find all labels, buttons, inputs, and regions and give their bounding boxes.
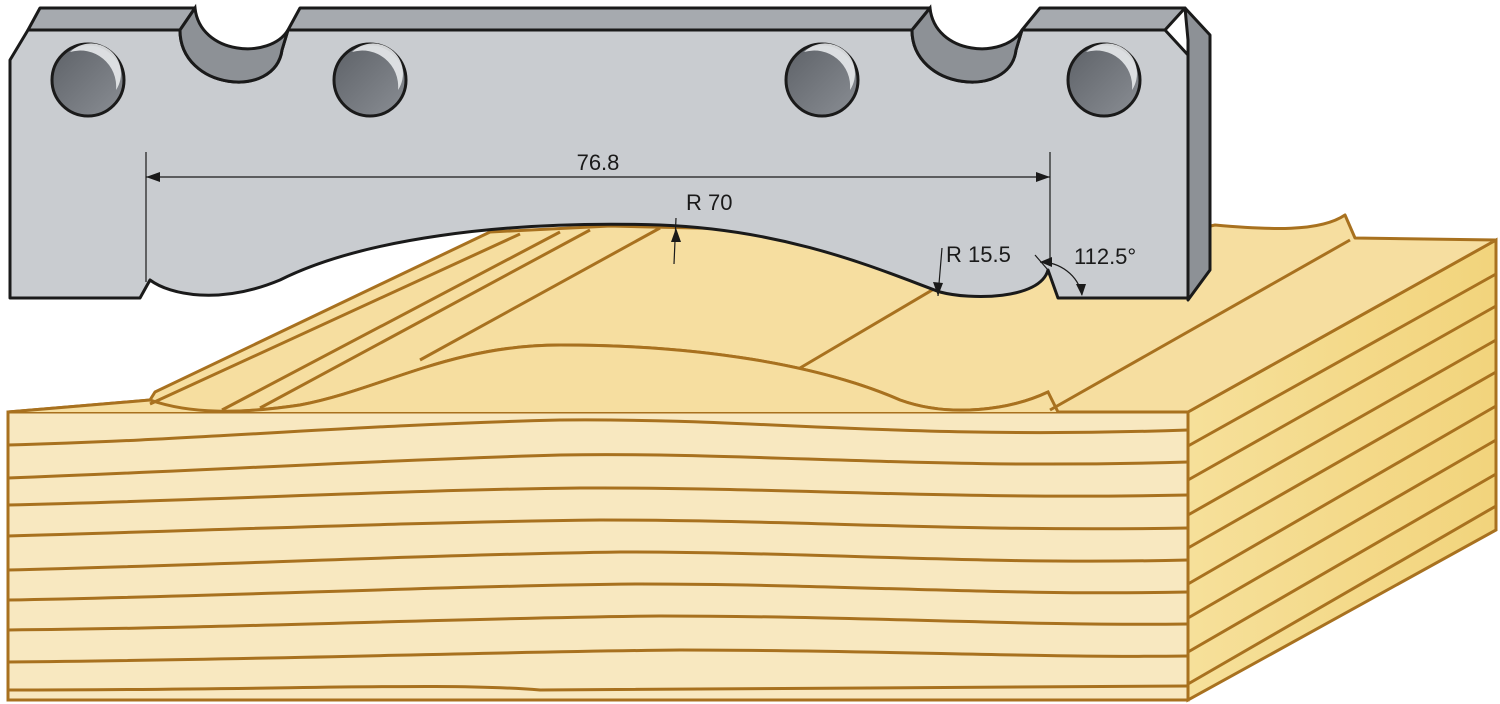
knife-side-bevel <box>1183 6 1212 302</box>
mounting-hole-3 <box>784 42 860 118</box>
knife-notch-left <box>178 3 290 84</box>
angle-label: 112.5° <box>1074 244 1136 269</box>
profile-knife: 76.8 R 70 R 15.5 112.5° <box>8 3 1212 302</box>
knife-face <box>8 28 1190 300</box>
wood-front-grain <box>7 418 1189 692</box>
mounting-hole-4 <box>1066 42 1142 118</box>
width-dimension-label: 76.8 <box>577 150 620 175</box>
large-radius-label: R 70 <box>686 190 732 215</box>
mounting-hole-2 <box>332 42 408 118</box>
mounting-hole-1 <box>50 42 126 118</box>
wood-profile-edge <box>7 343 1188 414</box>
knife-notch-right <box>910 4 1024 84</box>
wood-side-grain <box>1187 272 1497 686</box>
dimension-arrows <box>146 172 1086 296</box>
small-radius-label: R 15.5 <box>946 242 1011 267</box>
knife-holes <box>50 42 1142 118</box>
